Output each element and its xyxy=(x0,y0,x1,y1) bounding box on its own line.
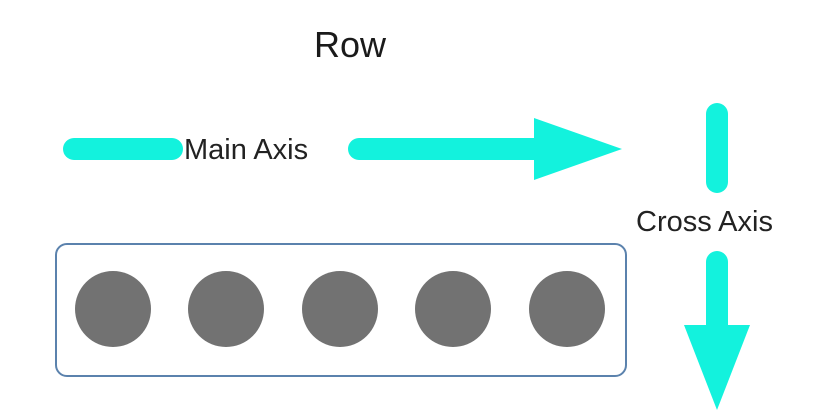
row-item-3 xyxy=(302,271,378,347)
row-item-2 xyxy=(188,271,264,347)
main-axis-arrowhead xyxy=(534,118,622,180)
row-item-5 xyxy=(529,271,605,347)
row-item-4 xyxy=(415,271,491,347)
main-axis-label: Main Axis xyxy=(184,134,309,166)
cross-axis-arrowhead xyxy=(684,325,750,410)
diagram-title: Row xyxy=(313,24,387,65)
cross-axis-label: Cross Axis xyxy=(636,206,773,238)
row-item-1 xyxy=(75,271,151,347)
